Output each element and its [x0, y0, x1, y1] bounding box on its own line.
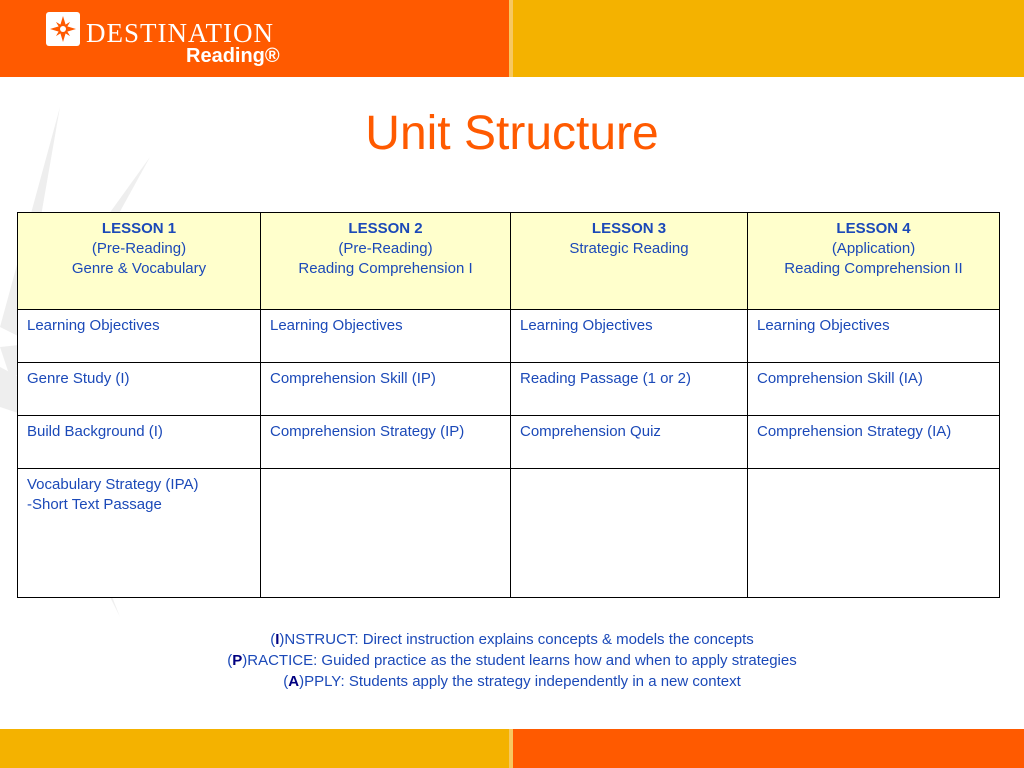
footer-orange-band	[513, 729, 1024, 768]
cell-line: Vocabulary Strategy (IPA)	[27, 476, 199, 493]
table-row: Learning Objectives Learning Objectives …	[17, 309, 1000, 363]
table-row: Genre Study (I) Comprehension Skill (IP)…	[17, 362, 1000, 416]
logo-subwordmark: Reading®	[186, 45, 280, 67]
destination-reading-logo: DESTINATION Reading®	[46, 12, 286, 68]
unit-structure-table: LESSON 1 (Pre-Reading) Genre & Vocabular…	[17, 212, 1000, 598]
lesson-subtitle: Strategic Reading	[569, 240, 689, 257]
cell-line: -Short Text Passage	[27, 496, 162, 513]
table-cell: Learning Objectives	[260, 309, 511, 363]
lesson-subtitle: (Application)	[831, 240, 916, 257]
lesson-focus: Reading Comprehension I	[298, 260, 473, 277]
header-bar: DESTINATION Reading®	[0, 0, 1024, 77]
legend-paren: (	[227, 652, 233, 669]
legend-text: )PPLY: Students apply the strategy indep…	[299, 673, 741, 690]
page-title: Unit Structure	[365, 107, 659, 160]
footer-bar	[0, 729, 1024, 768]
lesson-label: LESSON 2	[348, 220, 423, 237]
legend-text: )RACTICE: Guided practice as the student…	[242, 652, 797, 669]
ipa-legend: (I)NSTRUCT: Direct instruction explains …	[0, 629, 1024, 692]
table-cell: Comprehension Skill (IP)	[260, 362, 511, 416]
legend-line: (P)RACTICE: Guided practice as the stude…	[0, 650, 1024, 671]
table-cell: Reading Passage (1 or 2)	[510, 362, 748, 416]
table-cell: Build Background (I)	[17, 415, 261, 469]
table-cell: Comprehension Skill (IA)	[747, 362, 1000, 416]
table-row: Build Background (I) Comprehension Strat…	[17, 415, 1000, 469]
logo-wordmark: DESTINATION	[86, 18, 274, 48]
lesson-header: LESSON 2 (Pre-Reading) Reading Comprehen…	[260, 212, 511, 310]
legend-paren: (	[270, 631, 276, 648]
starburst-icon	[46, 12, 80, 46]
table-row: Vocabulary Strategy (IPA) -Short Text Pa…	[17, 468, 1000, 598]
legend-key: A	[288, 673, 300, 690]
lesson-focus: Genre & Vocabulary	[71, 260, 207, 277]
lesson-label: LESSON 1	[101, 220, 177, 237]
legend-line: (I)NSTRUCT: Direct instruction explains …	[0, 629, 1024, 650]
legend-line: (A)PPLY: Students apply the strategy ind…	[0, 671, 1024, 692]
table-cell: Learning Objectives	[510, 309, 748, 363]
lesson-header: LESSON 4 (Application) Reading Comprehen…	[747, 212, 1000, 310]
legend-key: I	[275, 631, 280, 648]
table-cell: Comprehension Strategy (IP)	[260, 415, 511, 469]
table-cell: Vocabulary Strategy (IPA) -Short Text Pa…	[17, 468, 261, 598]
header-divider	[509, 0, 513, 77]
table-cell	[747, 468, 1000, 598]
table-cell: Genre Study (I)	[17, 362, 261, 416]
lesson-subtitle: (Pre-Reading)	[338, 240, 433, 257]
legend-text: )NSTRUCT: Direct instruction explains co…	[279, 631, 754, 648]
header-orange-band	[0, 0, 509, 77]
table-cell: Learning Objectives	[747, 309, 1000, 363]
legend-key: P	[232, 652, 243, 669]
lesson-header: LESSON 3 Strategic Reading	[510, 212, 748, 310]
lesson-header: LESSON 1 (Pre-Reading) Genre & Vocabular…	[17, 212, 261, 310]
lesson-subtitle: (Pre-Reading)	[91, 240, 187, 257]
table-cell	[260, 468, 511, 598]
table-cell: Learning Objectives	[17, 309, 261, 363]
lesson-focus: Reading Comprehension II	[784, 260, 963, 277]
table-cell: Comprehension Strategy (IA)	[747, 415, 1000, 469]
table-cell: Comprehension Quiz	[510, 415, 748, 469]
lesson-label: LESSON 4	[836, 220, 911, 237]
table-header-row: LESSON 1 (Pre-Reading) Genre & Vocabular…	[17, 212, 1000, 310]
table-cell	[510, 468, 748, 598]
footer-divider	[509, 729, 513, 768]
lesson-label: LESSON 3	[591, 220, 667, 237]
footer-gold-band	[0, 729, 509, 768]
legend-paren: (	[283, 673, 289, 690]
header-gold-band	[513, 0, 1024, 77]
